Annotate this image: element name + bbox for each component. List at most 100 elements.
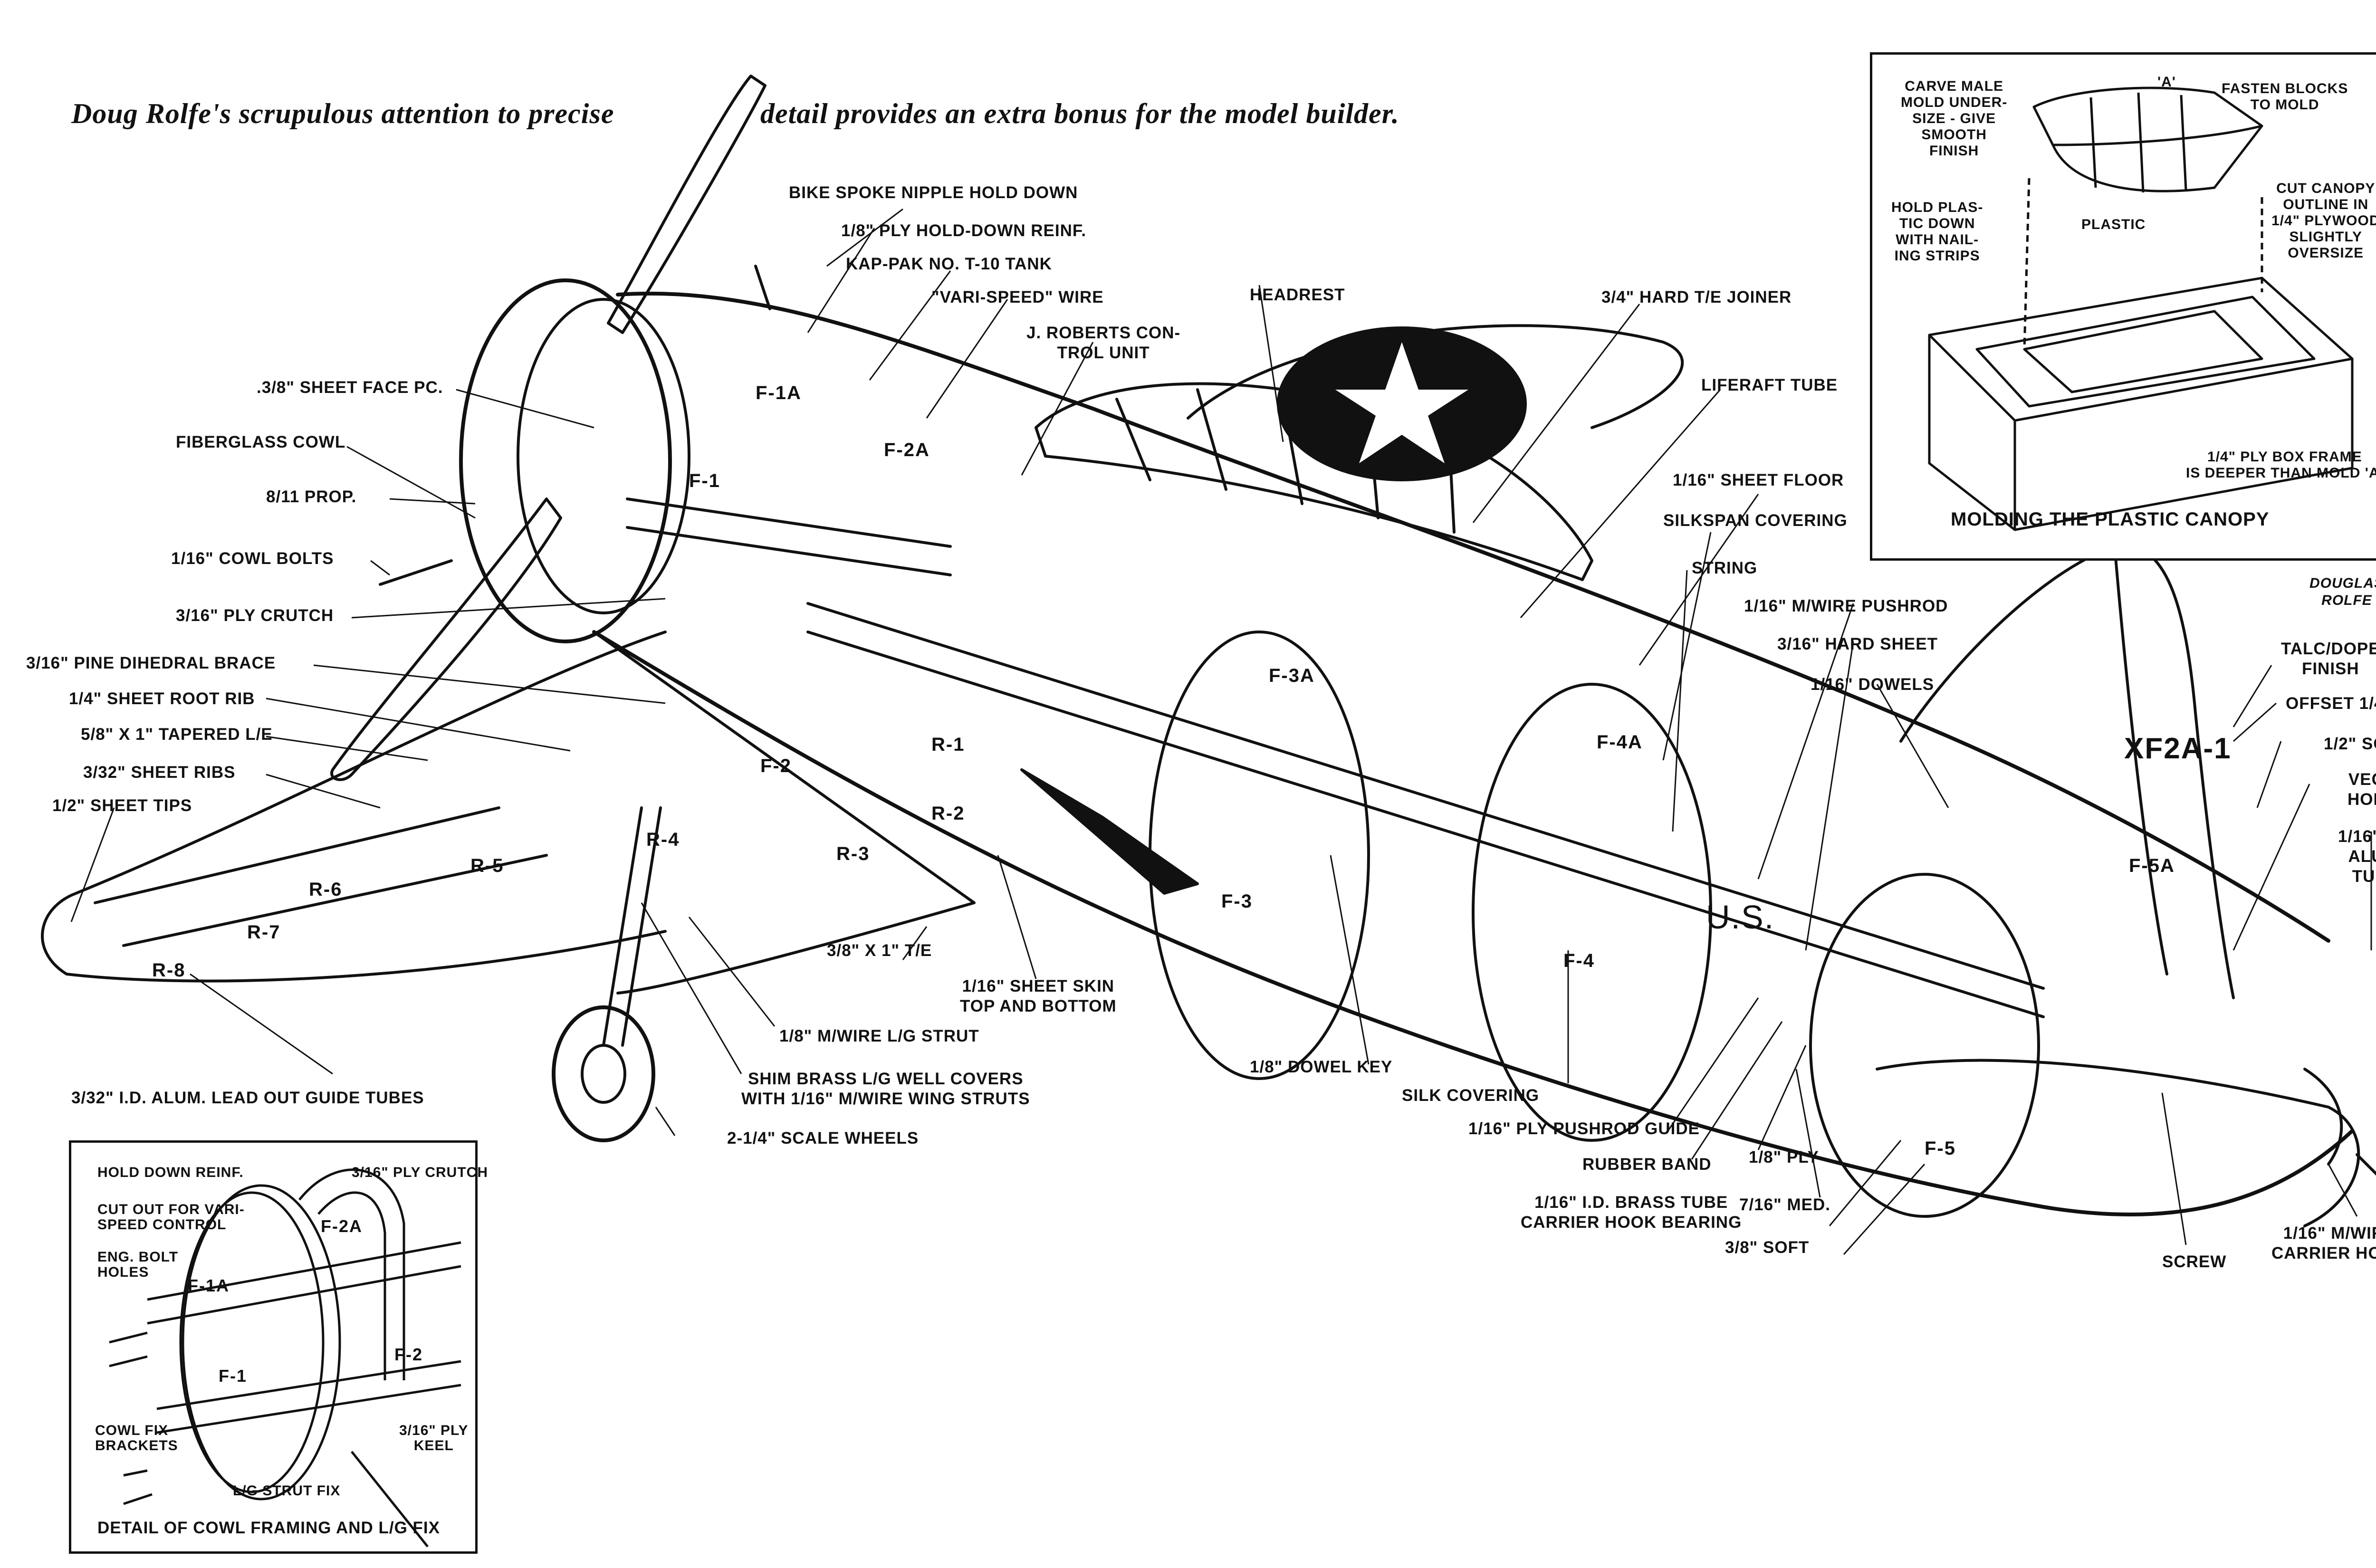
label-screw: SCREW [2162,1252,2227,1271]
label-med: 7/16" MED. [1739,1195,1830,1214]
label-cowl: FIBERGLASS COWL [176,433,346,451]
label-ply-holddown: 1/8" PLY HOLD-DOWN REINF. [841,221,1087,240]
label-silk: SILK COVERING [1402,1086,1540,1105]
wheel [552,1005,655,1142]
part-r7: R-7 [247,922,281,943]
label-pushrod: 1/16" M/WIRE PUSHROD [1744,597,1948,615]
cowl-part-f1a: F-1A [188,1276,230,1295]
label-ply-crutch: 3/16" PLY CRUTCH [176,606,334,625]
caption-right: detail provides an extra bonus for the m… [760,98,1399,129]
label-te-joiner: 3/4" HARD T/E JOINER [1601,288,1792,306]
canopy-plastic-label: PLASTIC [2081,217,2146,232]
cowl-ply-crutch-label: 3/16" PLY CRUTCH [352,1165,488,1180]
label-prop: 8/11 PROP. [266,488,357,506]
part-r3: R-3 [836,843,870,864]
propeller-lower [330,497,562,781]
label-lead-out: 3/32" I.D. ALUM. LEAD OUT GUIDE TUBES [71,1089,424,1107]
cowl-part-f2a: F-2A [321,1216,363,1236]
label-te: 3/8" X 1" T/E [827,941,932,960]
label-wheels: 2-1/4" SCALE WHEELS [727,1129,919,1147]
roundel-star [1335,342,1468,463]
cowl-cut-out-label: CUT OUT FOR VARI-SPEED CONTROL [97,1202,245,1233]
wing-trailing-edge [593,631,976,994]
label-kap-pak: KAP-PAK NO. T-10 TANK [846,255,1052,273]
cowl-face [517,298,690,614]
part-r2: R-2 [931,803,965,824]
canopy-inset-title: MOLDING THE PLASTIC CANOPY [1951,509,2270,530]
part-f1a: F-1A [756,382,802,403]
label-pushrod-guide: 1/16" PLY PUSHROD GUIDE [1468,1119,1700,1138]
part-f3: F-3 [1221,891,1253,912]
frame-f3 [1149,631,1370,1080]
canopy-mold-a: 'A' [2157,74,2176,90]
label-alum-tube: 1/16" I.D.ALUM.TUBE [2338,827,2376,886]
part-f3a: F-3A [1269,665,1315,686]
cowl-lg-fix-label: L/G STRUT FIX [233,1483,341,1499]
cowl-inset: HOLD DOWN REINF. 3/16" PLY CRUTCH CUT OU… [69,1140,488,1554]
label-soft-half: 1/2" SOFT [2324,735,2376,753]
part-f4a: F-4A [1597,732,1643,753]
fuselage-top [616,291,2330,943]
part-r1: R-1 [931,734,965,755]
fin [1899,544,2235,999]
label-ribs: 3/32" SHEET RIBS [83,763,236,782]
label-sheet-floor: 1/16" SHEET FLOOR [1673,471,1844,489]
landing-gear-strut [602,806,662,1047]
part-f4: F-4 [1563,950,1595,971]
label-soft-3-8: 3/8" SOFT [1725,1238,1810,1257]
label-lg-strut: 1/8" M/WIRE L/G STRUT [779,1027,979,1045]
propeller [607,75,766,334]
label-root-rib: 1/4" SHEET ROOT RIB [69,689,255,708]
cowl-hold-down-label: HOLD DOWN REINF. [97,1165,244,1180]
label-veco-horn: VECOHORN [2347,770,2376,809]
cowl-outline [459,278,672,643]
label-tips: 1/2" SHEET TIPS [52,796,192,815]
wing-leading-edge [41,631,667,983]
cowl-framing-drawing [109,1168,461,1548]
label-face-pc: .3/8" SHEET FACE PC. [257,378,443,397]
label-headrest: HEADREST [1250,286,1345,304]
part-r4: R-4 [646,829,680,850]
cowl-part-f1: F-1 [219,1366,247,1386]
part-f2: F-2 [760,755,792,776]
label-dowel-key: 1/8" DOWEL KEY [1250,1058,1393,1076]
fuselage-mark: U.S. [1706,899,1775,936]
tail-code: XF2A-1 [2124,732,2232,765]
part-f5a: F-5A [2129,855,2175,876]
label-hard-sheet: 3/16" HARD SHEET [1777,635,1938,653]
stabilizer [1187,324,1684,429]
label-liferaft: LIFERAFT TUBE [1701,376,1838,394]
label-dowels: 1/16" DOWELS [1811,675,1935,694]
tailplane [1876,1059,2360,1227]
fuselage-bottom [592,630,2354,1217]
label-offset: OFFSET 1/4" [2286,694,2376,713]
cowl-inset-title: DETAIL OF COWL FRAMING AND L/G FIX [97,1519,440,1537]
frame-f4 [1472,683,1712,1142]
label-string: STRING [1692,559,1758,577]
part-f5: F-5 [1925,1138,1956,1159]
label-silkspan: SILKSPAN COVERING [1663,511,1848,530]
label-rubber-band: RUBBER BAND [1582,1155,1712,1174]
label-dihedral: 3/16" PINE DIHEDRAL BRACE [26,654,276,672]
part-r5: R-5 [470,855,504,876]
canopy-mold-drawing [1928,86,2354,531]
frame-f5 [1809,873,2040,1218]
caption-left: Doug Rolfe's scrupulous attention to pre… [71,98,614,129]
label-ply-eighth: 1/8" PLY [1749,1148,1819,1166]
label-carrier-hook: 1/16" M/WIRECARRIER HOOK [2271,1224,2376,1262]
label-le: 5/8" X 1" TAPERED L/E [81,725,273,744]
part-f2a: F-2A [884,440,930,460]
